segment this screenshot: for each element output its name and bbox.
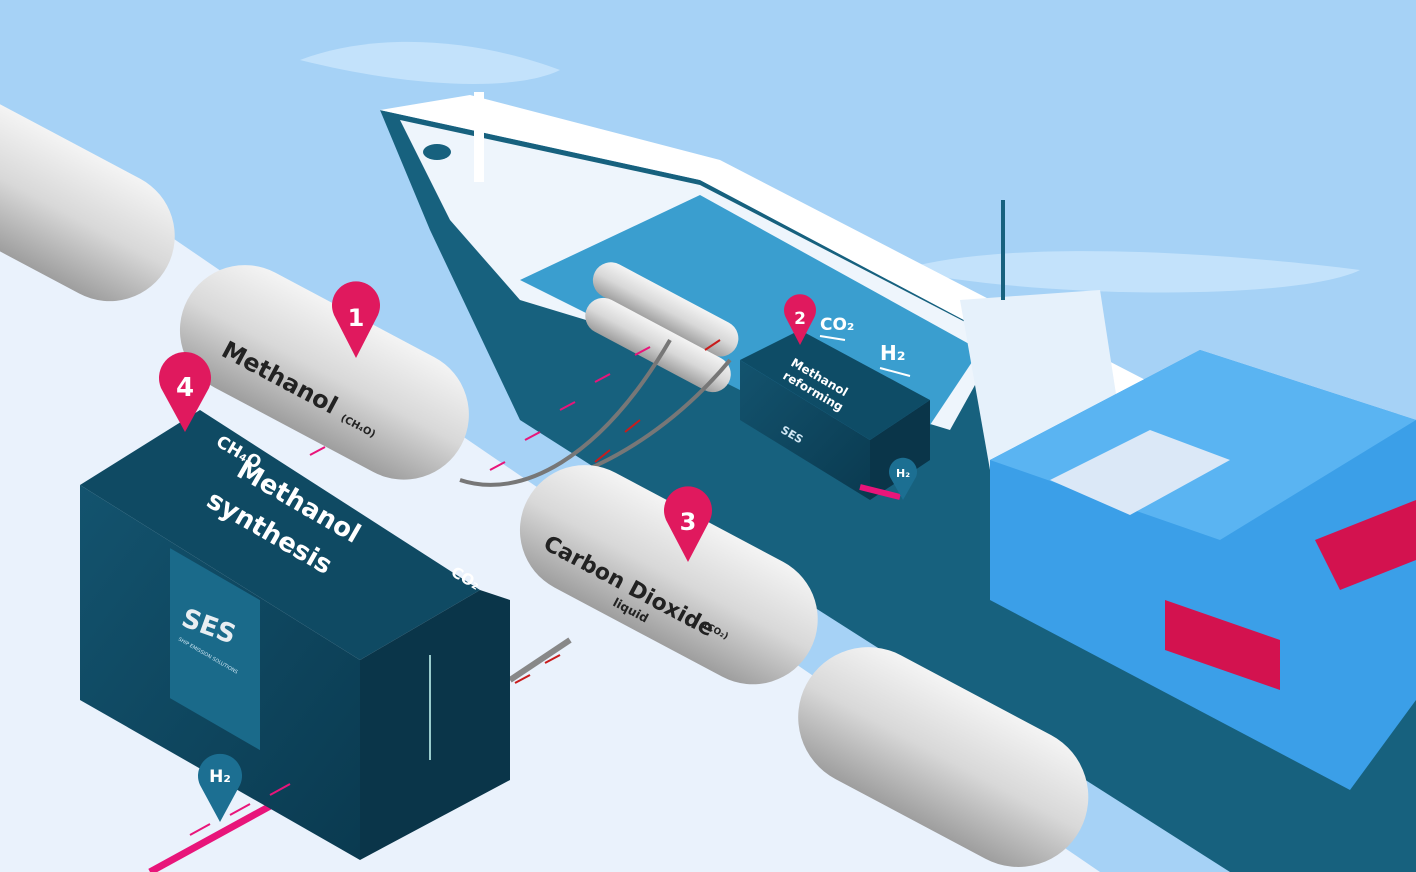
map-pin-icon xyxy=(889,457,917,500)
map-pin-icon xyxy=(784,294,816,345)
marker-number: 4 xyxy=(176,373,194,403)
container-stack xyxy=(990,350,1416,790)
flow-arrows xyxy=(189,346,651,836)
map-pin-icon xyxy=(159,352,212,432)
ses-logo-panel xyxy=(170,548,260,751)
marker-1[interactable]: 1 xyxy=(332,281,380,358)
hydrogen-ship-pipe xyxy=(859,484,901,500)
reforming-h2-label: H₂ xyxy=(880,341,906,365)
hold-tanks xyxy=(585,262,739,393)
spare-tank xyxy=(798,647,1089,867)
marker-3[interactable]: 3 xyxy=(664,486,712,562)
co2-return-pipe xyxy=(508,637,572,683)
methanol-reforming-unit: Methanol reforming SES CO₂ H₂ xyxy=(740,315,930,500)
marker-number: 2 xyxy=(794,309,806,329)
methanol-tank xyxy=(179,265,469,480)
map-pin-icon xyxy=(664,486,712,562)
h2-pin-quay: H₂ xyxy=(197,753,243,822)
h2-pin-ship: H₂ xyxy=(889,457,917,500)
mast xyxy=(474,92,484,182)
marker-4[interactable]: 4 xyxy=(159,352,212,432)
water-ripple xyxy=(300,41,560,84)
methanol-pipe xyxy=(459,338,672,487)
map-pin-icon xyxy=(332,281,380,358)
map-pin-icon xyxy=(197,753,243,822)
reforming-co2-label: CO₂ xyxy=(820,315,854,335)
bollard xyxy=(423,144,451,160)
marker-number: 3 xyxy=(680,508,697,536)
arrow-icon xyxy=(819,335,846,341)
methanol-synthesis-unit: SES SHIP EMISSION SOLUTIONS Methanol syn… xyxy=(80,410,510,860)
h2-pin-label: H₂ xyxy=(209,767,231,787)
co2-tank xyxy=(519,465,818,685)
background-tank xyxy=(0,91,175,302)
h2-pin-label: H₂ xyxy=(896,467,910,480)
marker-2[interactable]: 2 xyxy=(784,294,816,345)
arrow-icon xyxy=(879,367,911,377)
co2-flow-arrows xyxy=(514,339,721,684)
marker-number: 1 xyxy=(348,304,365,332)
water-ripple xyxy=(900,251,1360,293)
